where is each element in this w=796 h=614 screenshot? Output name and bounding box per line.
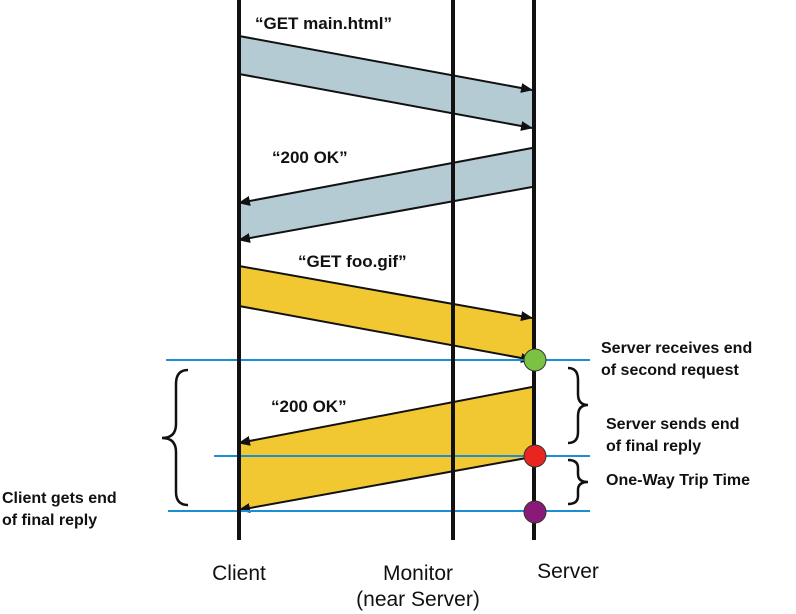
column-label-client: Client	[212, 562, 266, 585]
label-200-ok-1: “200 OK”	[272, 148, 348, 167]
arrow-200-ok-2-end	[238, 456, 533, 513]
band-get-main	[239, 36, 532, 128]
arrow-get-main-end	[238, 73, 533, 131]
column-label-monitor-line1: Monitor	[382, 562, 454, 585]
note-server-sends-line1: Server sends end	[606, 416, 740, 433]
note-server-sends: Server sends end of final reply	[606, 414, 739, 458]
note-server-receives-line1: Server receives end	[601, 340, 753, 357]
arrow-get-main-start	[238, 35, 533, 93]
arrow-200-ok-1-start	[238, 147, 533, 206]
note-client-gets-line1: Client gets end	[2, 490, 117, 507]
label-get-foo: “GET foo.gif”	[298, 252, 407, 271]
band-get-foo	[239, 266, 532, 360]
column-label-server: Server	[537, 560, 599, 583]
note-server-receives: Server receives end of second request	[601, 338, 752, 382]
band-200-ok-2	[239, 387, 532, 510]
note-server-sends-line2: of final reply	[606, 438, 702, 455]
event-dot-green	[523, 348, 547, 372]
label-get-main: “GET main.html”	[255, 14, 392, 33]
brace-left-large	[161, 368, 189, 507]
arrow-get-foo-end	[238, 305, 533, 363]
arrow-get-foo-start	[238, 265, 533, 322]
note-one-way-trip: One-Way Trip Time	[606, 472, 751, 489]
column-label-monitor: Monitor (near Server)	[333, 561, 503, 613]
note-client-gets: Client gets end of final reply	[2, 488, 117, 532]
band-200-ok-1	[239, 148, 532, 240]
arrow-200-ok-2-start	[238, 386, 533, 446]
brace-server-receives-to-sends	[567, 366, 589, 445]
note-server-receives-line2: of second request	[601, 362, 739, 379]
arrow-200-ok-1-end	[238, 186, 533, 243]
brace-one-way	[567, 458, 589, 506]
note-client-gets-line2: of final reply	[2, 512, 98, 529]
event-dot-purple	[523, 500, 547, 524]
column-label-monitor-line2: (near Server)	[356, 588, 480, 611]
event-dot-red	[523, 444, 547, 468]
label-200-ok-2: “200 OK”	[271, 397, 347, 416]
